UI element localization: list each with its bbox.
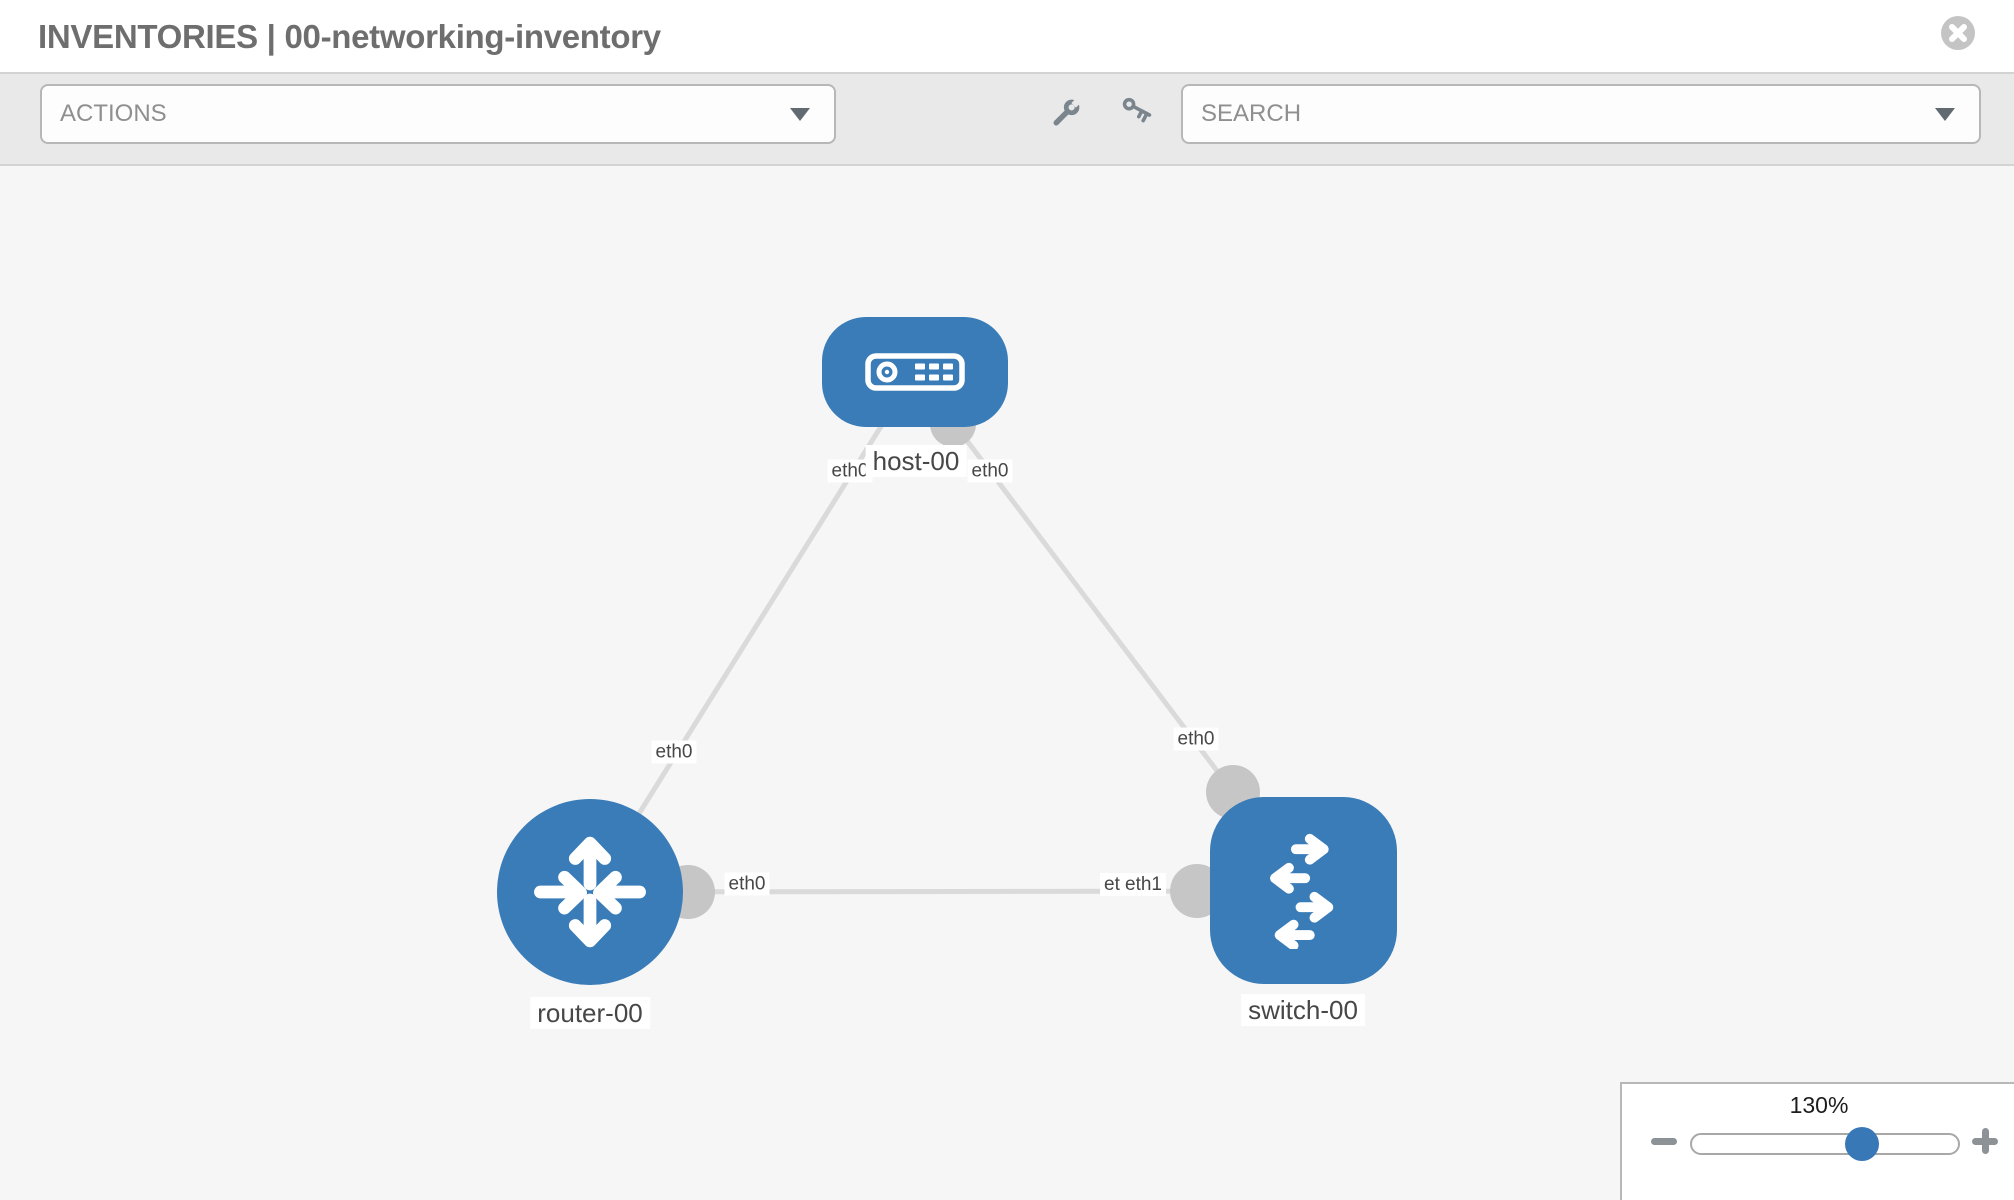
header: INVENTORIES | 00-networking-inventory xyxy=(0,0,2014,72)
search-dropdown[interactable]: SEARCH xyxy=(1181,84,1981,144)
zoom-slider[interactable] xyxy=(1690,1127,1960,1161)
server-icon xyxy=(865,353,965,391)
interface-label: eth0 xyxy=(1173,727,1219,751)
actions-dropdown-label: ACTIONS xyxy=(60,100,167,127)
plus-icon[interactable] xyxy=(1972,1128,1998,1154)
interface-label: eth1 xyxy=(1121,873,1166,896)
interface-label: eth0 xyxy=(967,459,1013,483)
close-icon xyxy=(1941,16,1975,50)
switch-icon xyxy=(1269,833,1333,949)
interface-label: eth0 xyxy=(827,459,873,483)
wrench-icon[interactable] xyxy=(1047,96,1083,132)
topology-canvas[interactable]: eth0 eth0 eth0 eth0 eth0 eth0 eth1 host-… xyxy=(0,166,2014,1200)
page-title: INVENTORIES | 00-networking-inventory xyxy=(38,18,661,55)
interface-label: eth0 xyxy=(651,740,697,764)
chevron-down-icon xyxy=(1935,107,1955,121)
search-dropdown-label: SEARCH xyxy=(1201,100,1302,127)
zoom-level-value: 130% xyxy=(1789,1092,1849,1118)
node-host-00[interactable] xyxy=(822,317,1008,427)
close-button[interactable] xyxy=(1941,16,1975,50)
node-switch-00[interactable] xyxy=(1210,797,1397,984)
zoom-slider-handle[interactable] xyxy=(1845,1127,1879,1161)
router-icon xyxy=(534,836,646,948)
interface-label: eth0 xyxy=(724,872,770,896)
link-host-router[interactable] xyxy=(587,370,918,894)
minus-icon[interactable] xyxy=(1651,1138,1677,1145)
link-host-switch[interactable] xyxy=(913,370,1235,794)
node-label-switch-00: switch-00 xyxy=(1241,994,1365,1026)
node-label-host-00: host-00 xyxy=(865,445,967,477)
actions-dropdown[interactable]: ACTIONS xyxy=(40,84,836,144)
key-icon[interactable] xyxy=(1118,96,1154,132)
node-router-00[interactable] xyxy=(497,799,683,985)
toolbar: ACTIONS SEARCH xyxy=(0,72,2014,166)
zoom-panel: 130% xyxy=(1620,1082,2014,1200)
chevron-down-icon xyxy=(790,107,810,121)
node-label-router-00: router-00 xyxy=(530,997,650,1029)
